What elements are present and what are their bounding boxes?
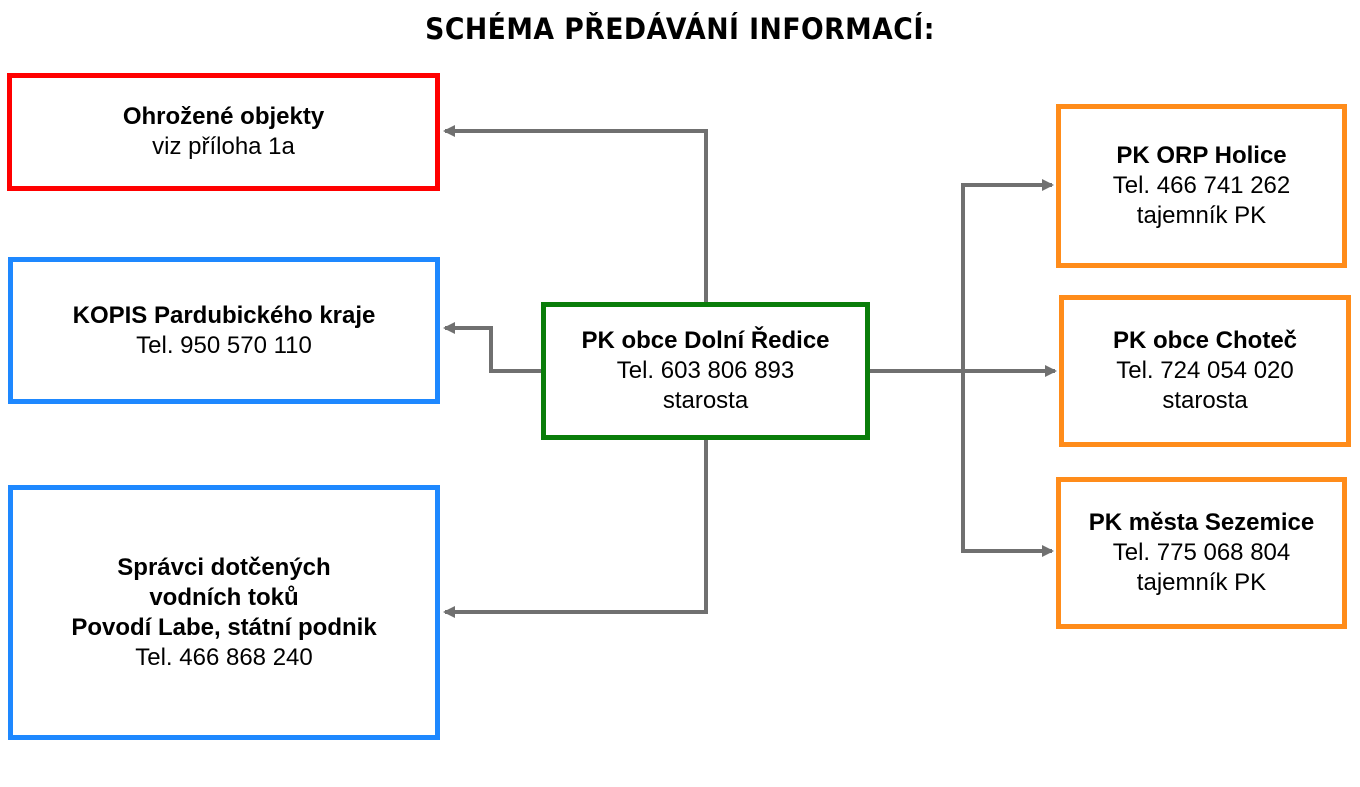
kopis-phone: Tel. 950 570 110 xyxy=(136,331,312,359)
threatened-objects-box: Ohrožené objekty viz příloha 1a xyxy=(7,73,440,191)
orp-holice-role: tajemník PK xyxy=(1136,202,1267,229)
connector-to-sezemice xyxy=(961,371,1054,557)
orp-holice-name: PK ORP Holice xyxy=(1116,142,1287,169)
center-dolni-redice-box: PK obce Dolní Ředice Tel. 603 806 893 st… xyxy=(541,302,870,440)
water-managers-line2: vodních toků xyxy=(149,583,299,611)
threatened-objects-name: Ohrožené objekty xyxy=(122,103,325,130)
diagram-title: SCHÉMA PŘEDÁVÁNÍ INFORMACÍ: xyxy=(425,12,935,46)
sezemice-role: tajemník PK xyxy=(1136,569,1267,596)
chotec-name: PK obce Choteč xyxy=(1112,327,1298,354)
center-role: starosta xyxy=(662,387,749,414)
chotec-role: starosta xyxy=(1162,387,1248,414)
water-managers-line3: Povodí Labe, státní podnik xyxy=(71,613,377,641)
threatened-objects-note: viz příloha 1a xyxy=(152,133,295,160)
connector-to-orp-holice xyxy=(961,179,1054,371)
kopis-box: KOPIS Pardubického kraje Tel. 950 570 11… xyxy=(8,257,440,404)
orp-holice-phone: Tel. 466 741 262 xyxy=(1112,172,1291,199)
kopis-name: KOPIS Pardubického kraje xyxy=(72,301,376,329)
center-name: PK obce Dolní Ředice xyxy=(581,327,830,354)
sezemice-box: PK města Sezemice Tel. 775 068 804 tajem… xyxy=(1056,477,1347,629)
water-managers-line1: Správci dotčených xyxy=(117,553,331,581)
chotec-box: PK obce Choteč Tel. 724 054 020 starosta xyxy=(1059,295,1351,447)
connector-to-water-managers xyxy=(443,438,708,618)
chotec-phone: Tel. 724 054 020 xyxy=(1116,357,1294,384)
connector-to-kopis xyxy=(443,322,543,373)
sezemice-phone: Tel. 775 068 804 xyxy=(1112,539,1291,566)
water-managers-box: Správci dotčených vodních toků Povodí La… xyxy=(8,485,440,740)
sezemice-name: PK města Sezemice xyxy=(1088,509,1315,536)
center-phone: Tel. 603 806 893 xyxy=(616,357,795,384)
connector-to-threatened-objects xyxy=(443,125,708,304)
water-managers-phone: Tel. 466 868 240 xyxy=(135,643,313,671)
orp-holice-box: PK ORP Holice Tel. 466 741 262 tajemník … xyxy=(1056,104,1347,268)
